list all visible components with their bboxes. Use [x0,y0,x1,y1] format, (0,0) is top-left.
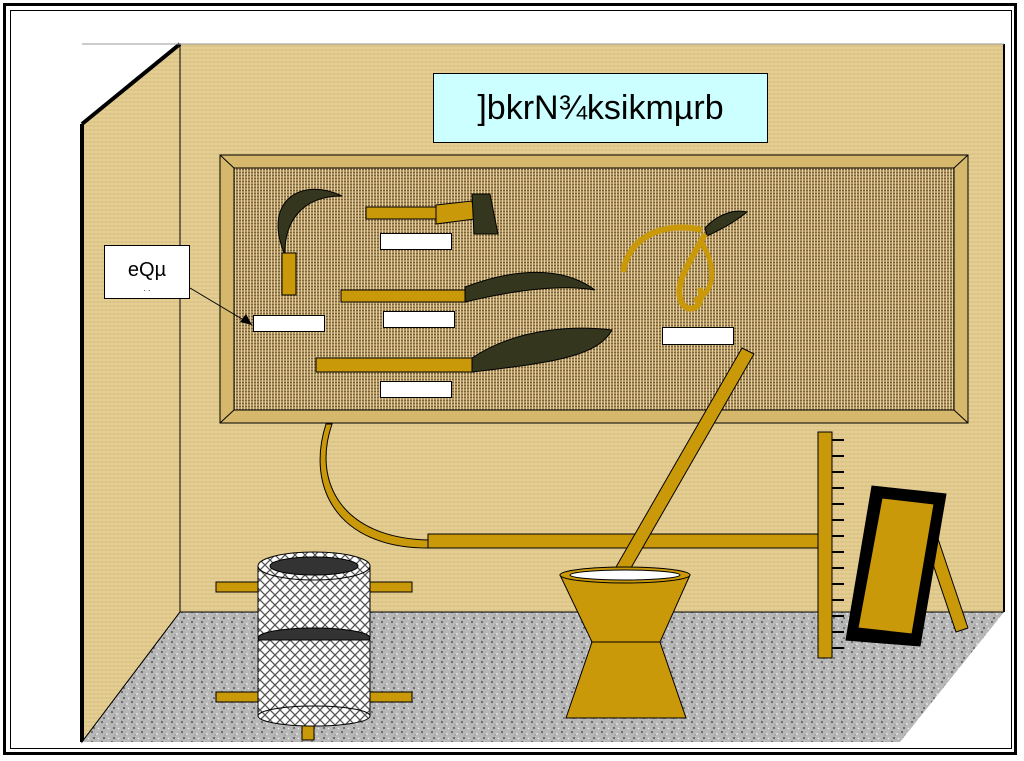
rake-tool [817,431,844,659]
mortar-pestle [559,347,755,719]
exhibit-title: ]bkrN¾ksikmµrb [433,73,768,143]
outer-frame [3,3,1017,755]
blade-tool-1 [340,271,596,303]
label-tag-shears [662,327,734,345]
callout-label: eQµ . . [104,245,190,299]
axe-tool [365,193,499,235]
label-tag-blade-2 [380,381,452,398]
label-tag-blade-1 [383,311,455,328]
shears-tool [620,210,749,312]
callout-pointer [184,284,253,326]
leaning-frame [845,485,969,647]
label-tag-sickle [253,315,325,332]
callout-subtext: . . [143,284,151,293]
stone-mill [215,551,413,741]
label-tag-axe [380,233,452,250]
inner-frame [10,10,1012,749]
callout-text: eQµ [127,259,167,281]
sickle-tool [277,188,343,296]
blade-tool-2 [315,327,613,373]
